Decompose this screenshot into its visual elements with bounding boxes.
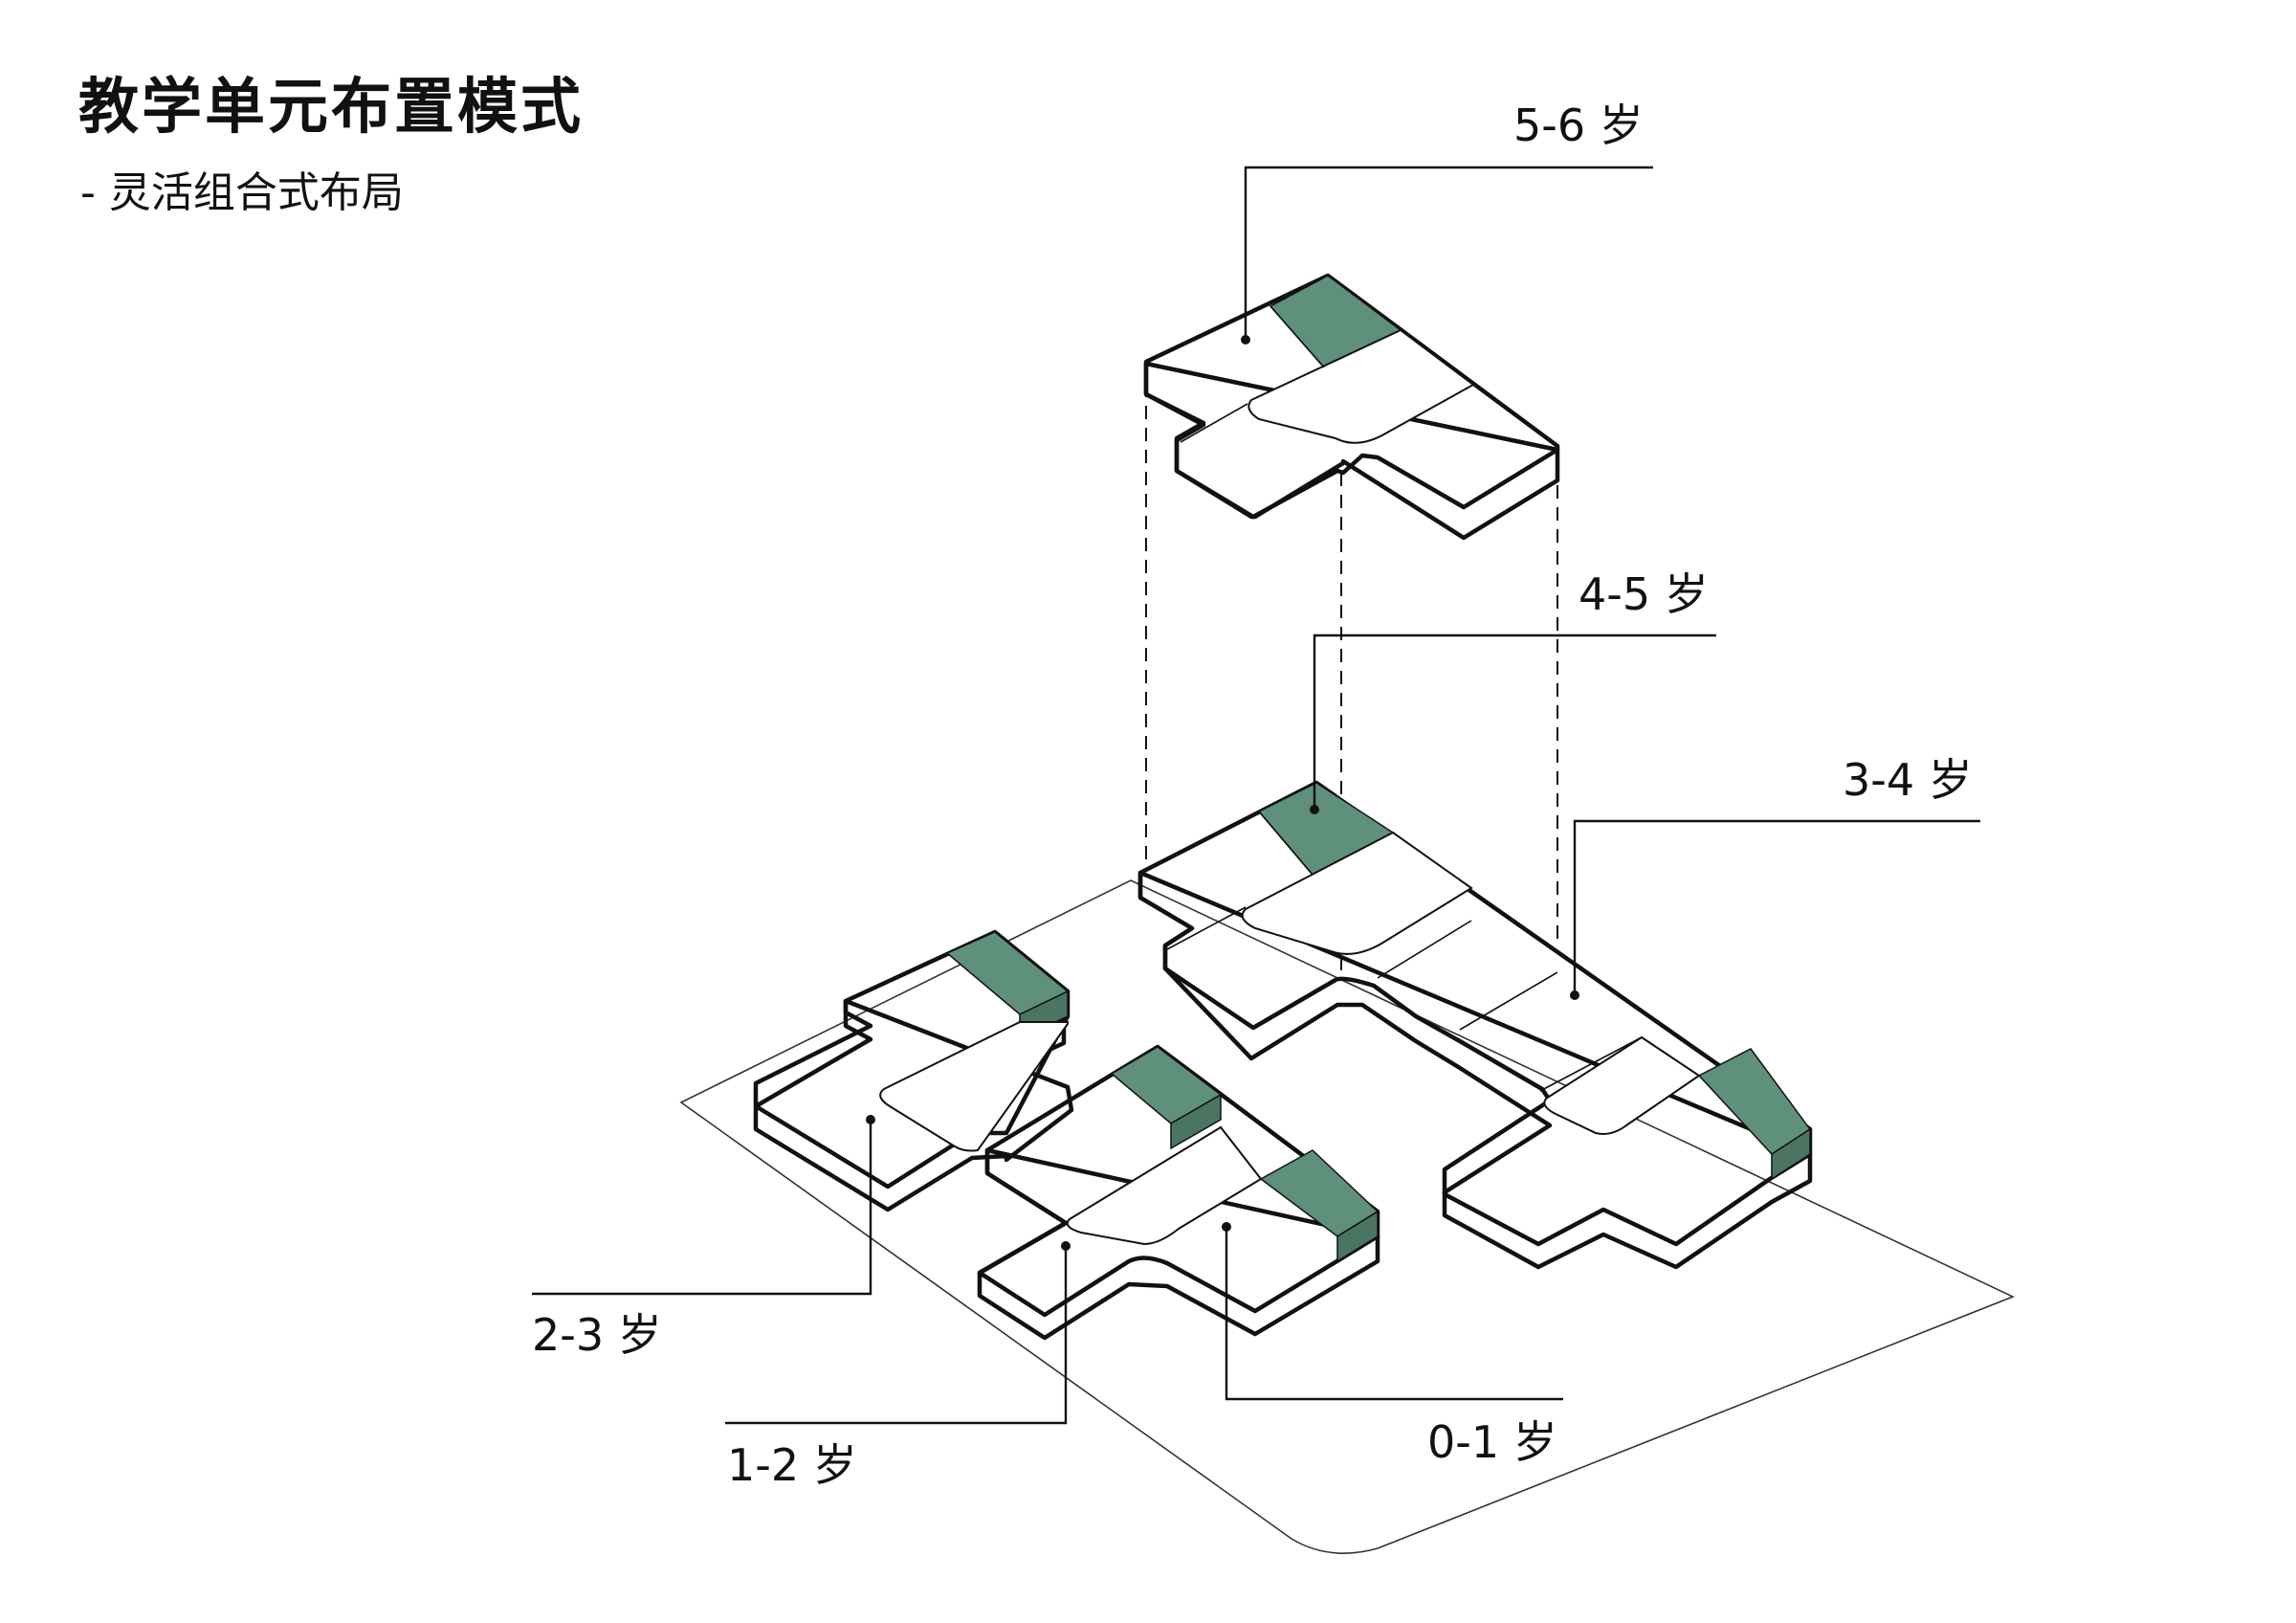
page-title: 教学单元布置模式: [78, 72, 584, 142]
block-3-5-dividers: [1166, 811, 1643, 1092]
label-1-2: 1-2 岁: [727, 1439, 857, 1491]
label-0-1: 0-1 岁: [1427, 1416, 1557, 1468]
block-3-5-top: [1137, 780, 1813, 1247]
block-3-5-green-b-side: [1771, 1127, 1811, 1181]
block-3-5-courtyard-b: [1543, 1035, 1701, 1135]
block-0-2-dividers: [979, 1222, 1067, 1274]
block-5-6-courtyard: [1247, 328, 1475, 444]
block-3-5: [1137, 780, 1813, 1270]
block-0-2-green-b-side: [1336, 1210, 1379, 1263]
block-0-2-courtyard: [1066, 1125, 1263, 1246]
block-0-2-green-a-side: [1170, 1093, 1222, 1150]
block-3-5-courtyard-a: [1241, 831, 1473, 955]
block-2-3: [753, 929, 1074, 1212]
block-2-3-outline-side: [753, 998, 1074, 1212]
block-2-3-courtyard: [879, 1021, 1069, 1152]
label-4-5: 4-5 岁: [1578, 568, 1709, 620]
block-5-6-divider: [1180, 305, 1325, 443]
block-5-6: [1143, 273, 1560, 541]
label-5-6: 5-6 岁: [1513, 100, 1644, 151]
block-5-6-top: [1143, 273, 1560, 520]
block-0-2: [977, 1044, 1380, 1341]
leader-lines: [532, 166, 1980, 1425]
site-boundary: [679, 879, 2016, 1554]
label-2-3: 2-3 岁: [532, 1309, 662, 1361]
label-3-4: 3-4 岁: [1843, 754, 1973, 806]
page-subtitle: - 灵活组合式布局: [80, 168, 404, 217]
